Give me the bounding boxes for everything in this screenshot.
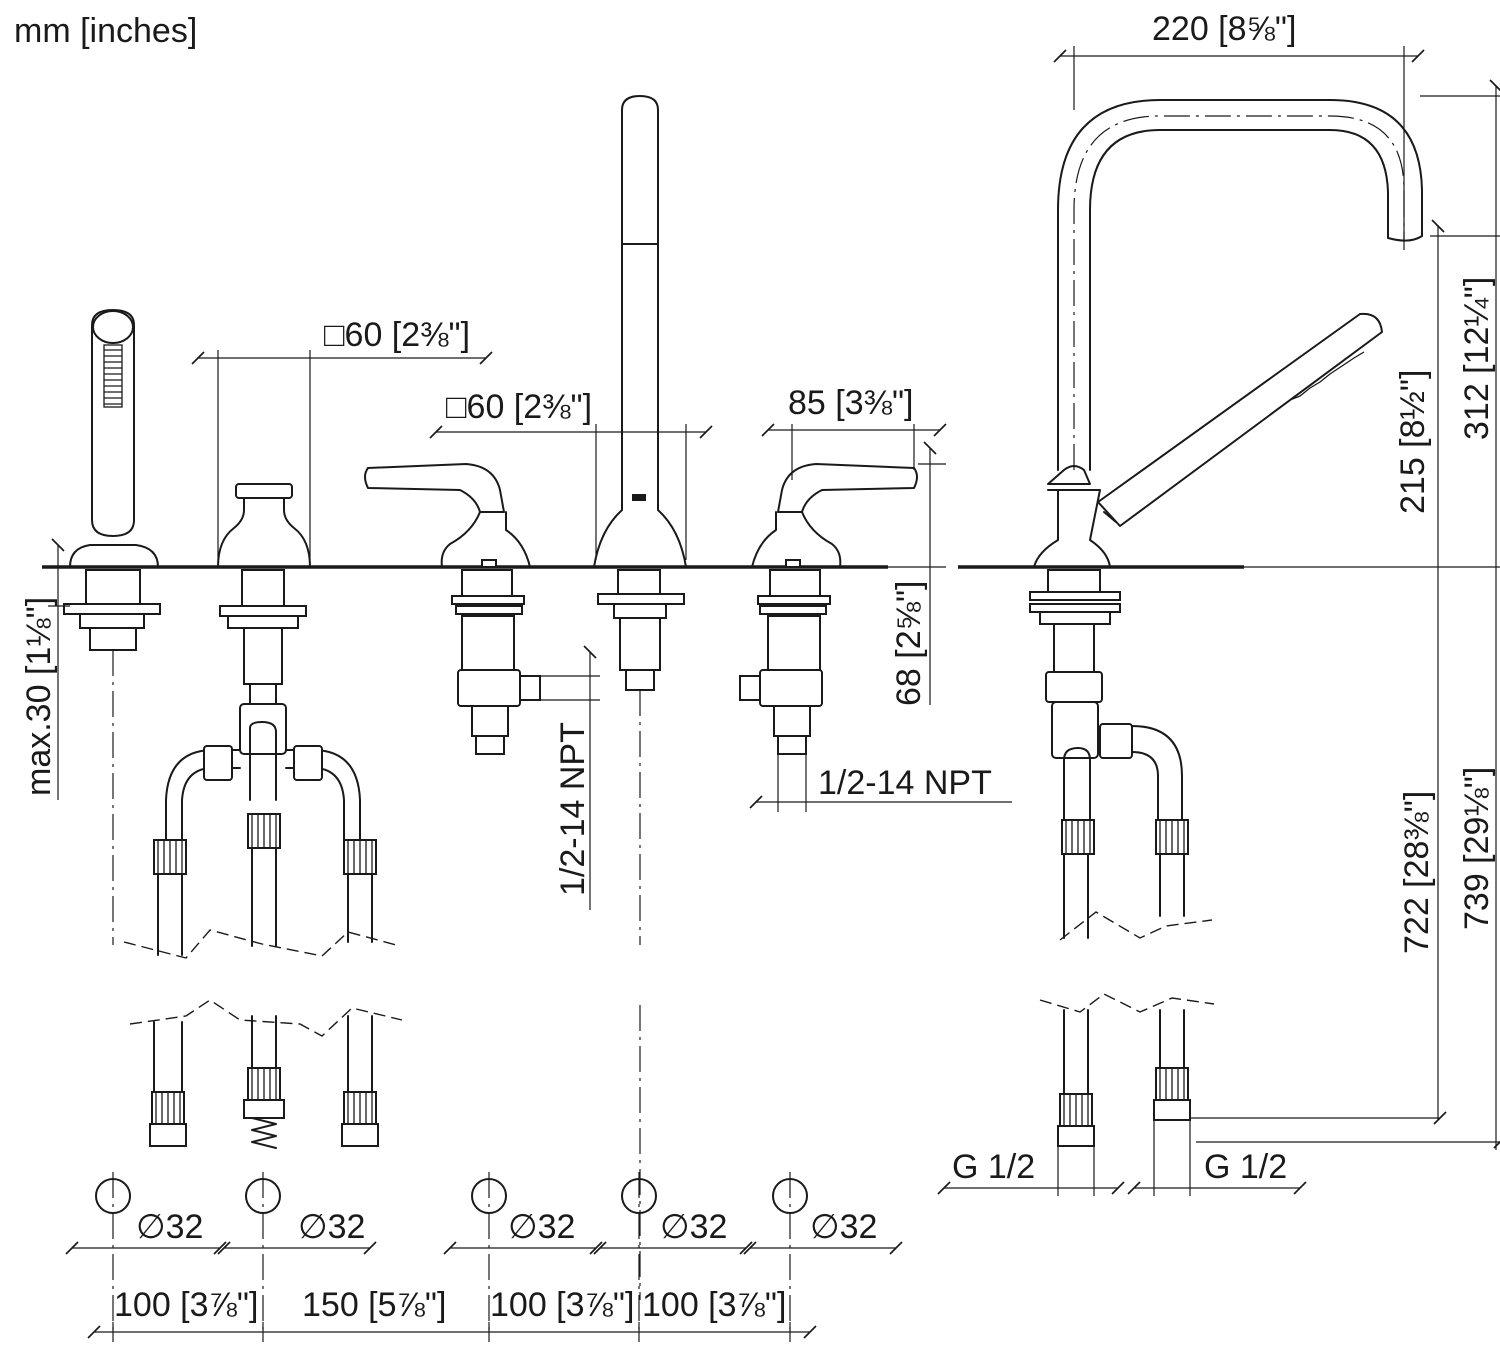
dim-spray-height-label: 215 [8½"] (1394, 370, 1432, 514)
valve-left-front (364, 463, 541, 755)
dim-g-left-label: G 1/2 (952, 1148, 1035, 1186)
dim-spout-width-label: 220 [8⅝"] (1152, 10, 1296, 48)
dim-spout-width: 220 [8⅝"] (1053, 10, 1425, 250)
dim-npt-left-label: 1/2-14 NPT (554, 722, 592, 896)
dim-739-label: 739 [29⅛"] (1458, 767, 1496, 930)
dim-g-right-label: G 1/2 (1204, 1148, 1287, 1186)
dim-g-left: G 1/2 (937, 1140, 1125, 1196)
hand-shower-front (63, 309, 161, 651)
dim-spout-square: □60 [2⅜"] (429, 388, 713, 560)
diverter-front (153, 483, 377, 956)
spout-front (593, 95, 687, 691)
dim-spout-height: 312 [12¼"] (1420, 79, 1500, 1150)
hole-2 (245, 1178, 281, 1214)
hole-diameter-5: ∅32 (810, 1208, 877, 1246)
hole-5 (772, 1178, 808, 1214)
spacing-2: 150 [5⅞"] (302, 1286, 446, 1324)
valve-right-front (739, 463, 918, 755)
units-label: mm [inches] (14, 12, 197, 50)
dim-deck-thickness-label: max.30 [1⅛"] (20, 597, 58, 796)
hose-ends-left (129, 999, 403, 1149)
dim-valve-width-label: 85 [3⅜"] (788, 384, 914, 422)
dim-deck-thickness: max.30 [1⅛"] (20, 538, 70, 800)
hole-4 (621, 1178, 657, 1214)
hole-diameter-4: ∅32 (660, 1208, 727, 1246)
dim-diverter-square-label: □60 [2⅜"] (324, 316, 470, 354)
hole-3 (471, 1178, 507, 1214)
dim-diverter-square: □60 [2⅜"] (191, 316, 493, 560)
spacing-1: 100 [3⅞"] (114, 1286, 258, 1324)
hole-1 (95, 1178, 131, 1214)
dim-spout-height-label: 312 [12¼"] (1458, 277, 1496, 440)
dim-valve-width: 85 [3⅜"] (761, 384, 947, 480)
dim-g-right: G 1/2 (1127, 1120, 1307, 1196)
hole-diameter-2: ∅32 (298, 1208, 365, 1246)
dim-spray-height: 215 [8½"] (1244, 219, 1500, 1120)
hole-diameter-3: ∅32 (508, 1208, 575, 1246)
spacing-dims: 100 [3⅞"] 150 [5⅞"] 100 [3⅞"] 100 [3⅞"] (87, 1286, 817, 1342)
dim-valve-below-deck-label: 68 [2⅝"] (890, 581, 928, 707)
dim-valve-below-deck: 68 [2⅝"] (888, 441, 946, 707)
dim-spout-square-label: □60 [2⅜"] (446, 388, 592, 426)
break-line-upper-left (123, 929, 401, 959)
hole-diameter-1: ∅32 (136, 1208, 203, 1246)
dim-npt-right-label: 1/2-14 NPT (818, 764, 992, 802)
dim-npt-right: 1/2-14 NPT (749, 754, 1012, 812)
hole-pattern: ∅32 ∅32 ∅32 ∅32 ∅32 (65, 1172, 903, 1330)
spacing-3: 100 [3⅞"] (490, 1286, 634, 1324)
spacing-4: 100 [3⅞"] (642, 1286, 786, 1324)
dim-npt-left: 1/2-14 NPT (540, 645, 600, 910)
dim-722-label: 722 [28⅜"] (1398, 791, 1436, 954)
dim-hose-lengths: 722 [28⅜"] 739 [29⅛"] (1190, 767, 1500, 1149)
spout-side-view (1029, 99, 1423, 1147)
